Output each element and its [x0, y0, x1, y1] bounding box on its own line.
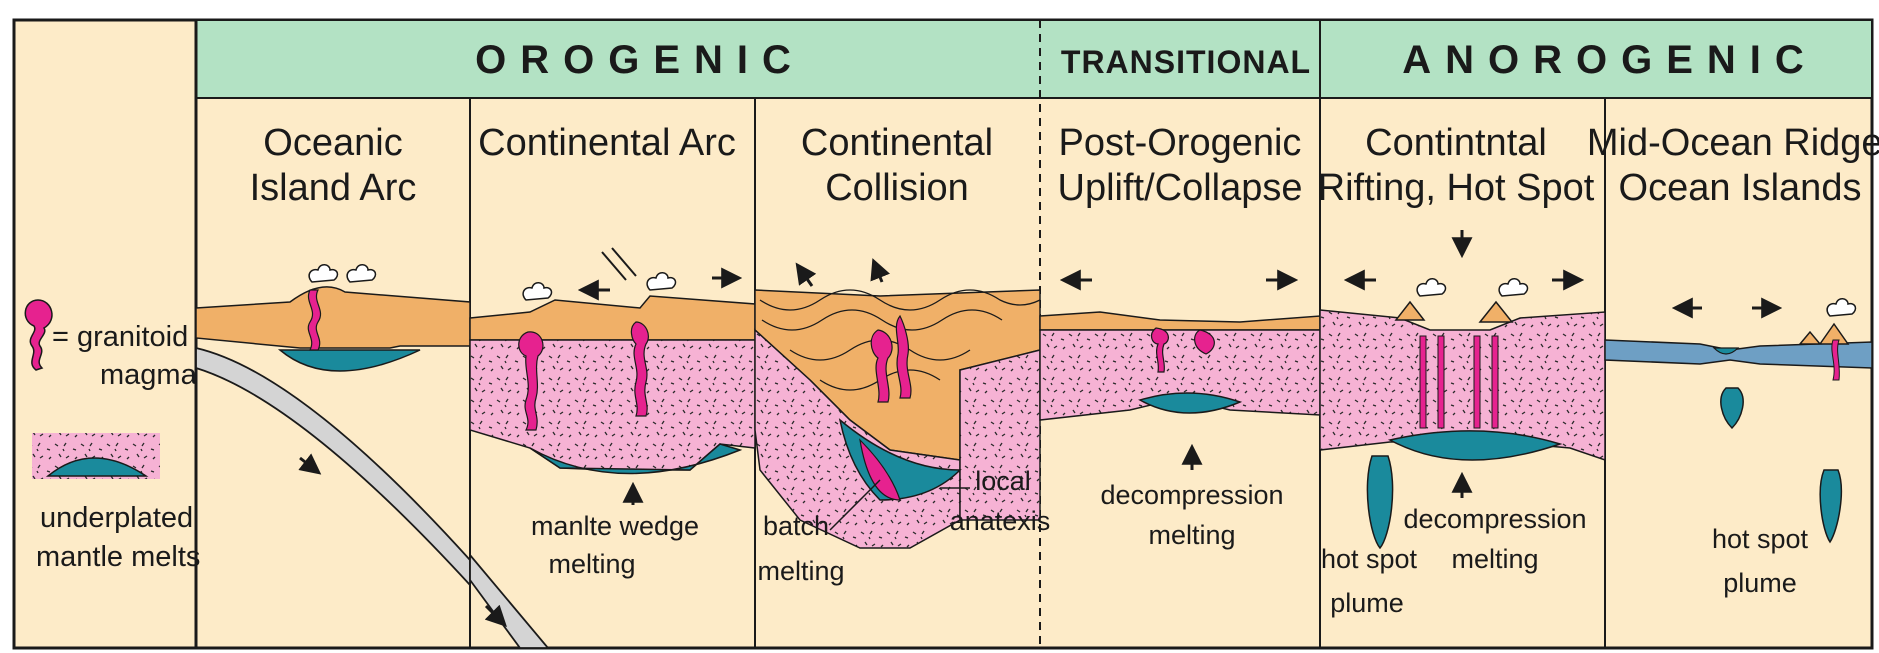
panel-title-line1: Oceanic	[263, 122, 402, 164]
panel-title-line2: Uplift/Collapse	[1058, 167, 1303, 209]
header-anorogenic: ANOROGENIC	[1402, 38, 1818, 82]
label-rift-plume-line2: plume	[1330, 588, 1404, 618]
panel-title-line2: Island Arc	[250, 167, 417, 209]
label-rift-decompression-line1: decompression	[1403, 504, 1586, 534]
legend-underplated-line1: underplated	[40, 502, 193, 534]
label-batch-line2: melting	[757, 556, 844, 586]
legend-granitoid-line2: magma	[100, 359, 198, 391]
label-mantle-wedge-line2: melting	[548, 549, 635, 579]
header-transitional: TRANSITIONAL	[1061, 44, 1311, 80]
label-mor-plume-line1: hot spot	[1712, 524, 1809, 554]
legend-granitoid-line1: = granitoid	[52, 321, 188, 353]
label-rift-plume-line1: hot spot	[1321, 544, 1418, 574]
label-batch-line1: batch	[763, 511, 829, 541]
panel-title-line2: Ocean Islands	[1619, 167, 1862, 209]
label-rift-decompression-line2: melting	[1451, 544, 1538, 574]
label-mor-plume-line2: plume	[1723, 568, 1797, 598]
label-decompression-line2: melting	[1148, 520, 1235, 550]
label-anatexis-line2: anatexis	[950, 506, 1051, 536]
panel-title-line1: Contintntal	[1365, 122, 1547, 164]
panel-title-line1: Post-Orogenic	[1059, 122, 1302, 164]
legend-underplated-line2: mantle melts	[36, 541, 200, 573]
panel-title-line2: Rifting, Hot Spot	[1318, 167, 1595, 209]
header-orogenic: OROGENIC	[475, 38, 805, 82]
panel-title-line1: Mid-Ocean Ridge,	[1587, 122, 1879, 164]
panel-title-line1: Continental Arc	[478, 122, 736, 164]
label-decompression-line1: decompression	[1100, 480, 1283, 510]
panel-title-line1: Continental	[801, 122, 993, 164]
label-mantle-wedge-line1: manlte wedge	[531, 511, 699, 541]
label-anatexis-line1: local	[975, 466, 1031, 496]
panel-title-line2: Collision	[825, 167, 969, 209]
